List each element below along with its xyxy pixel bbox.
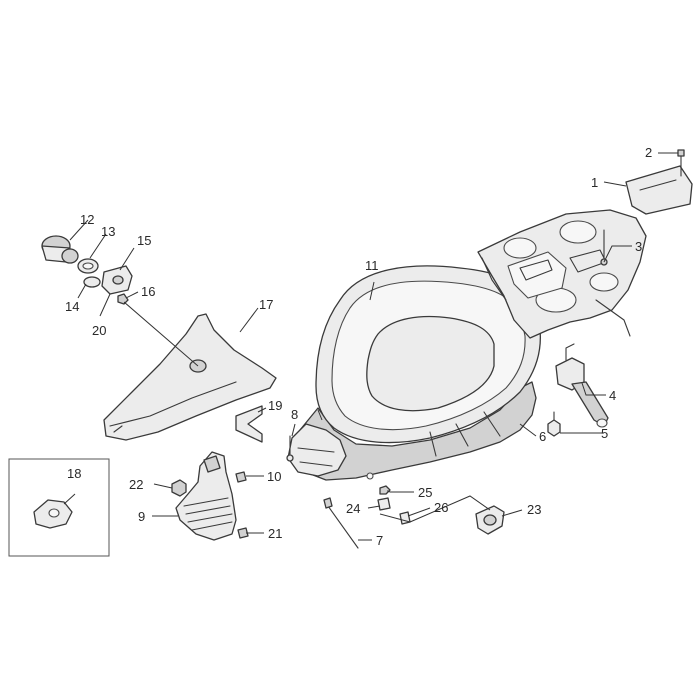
callout-1: 1 — [591, 175, 598, 190]
callout-10: 10 — [267, 469, 281, 484]
callout-13: 13 — [101, 224, 115, 239]
callout-17: 17 — [259, 297, 273, 312]
callout-24: 24 — [346, 501, 360, 516]
nut-part-22 — [171, 479, 187, 497]
callout-15: 15 — [137, 233, 151, 248]
buckle-part-23 — [475, 505, 505, 535]
callout-20: 20 — [92, 323, 106, 338]
cap-part-12 — [41, 235, 79, 264]
clip-part-19 — [235, 405, 263, 443]
long-screw-part-7 — [323, 497, 359, 549]
lock-plate-part-15 — [101, 265, 133, 295]
pin-part-8 — [286, 435, 294, 462]
footrest-bracket-part — [175, 451, 237, 541]
callout-2: 2 — [645, 145, 652, 160]
fastener-part-24 — [377, 497, 391, 511]
screw-part-16 — [117, 293, 129, 305]
callout-14: 14 — [65, 299, 79, 314]
screw-part-21 — [237, 527, 249, 539]
callout-7: 7 — [376, 533, 383, 548]
callout-23: 23 — [527, 502, 541, 517]
screw-part-10 — [235, 471, 247, 483]
callout-26: 26 — [434, 500, 448, 515]
callout-16: 16 — [141, 284, 155, 299]
leader-lines — [63, 152, 678, 541]
assembly-line-17 — [123, 301, 199, 367]
callout-8: 8 — [291, 407, 298, 422]
callout-19: 19 — [268, 398, 282, 413]
callout-9: 9 — [138, 509, 145, 524]
callout-21: 21 — [268, 526, 282, 541]
ring-part-13 — [77, 258, 99, 274]
callout-3: 3 — [635, 239, 642, 254]
callout-6: 6 — [539, 429, 546, 444]
callout-11: 11 — [365, 258, 379, 273]
rear-bracket-part — [555, 343, 609, 428]
callout-25: 25 — [418, 485, 432, 500]
callout-18: 18 — [67, 466, 81, 481]
helmet-compartment-part — [287, 265, 542, 481]
callout-12: 12 — [80, 212, 94, 227]
inset-box-part-18 — [8, 458, 110, 557]
callout-22: 22 — [129, 477, 143, 492]
callout-labels: 1 2 3 4 5 6 7 8 9 10 11 12 13 14 15 16 1… — [65, 145, 652, 548]
callout-4: 4 — [609, 388, 616, 403]
screw-part-2 — [677, 149, 685, 177]
fastener-part-25 — [379, 485, 391, 495]
callout-5: 5 — [601, 426, 608, 441]
washer-part-14 — [83, 276, 101, 288]
fastener-part-26 — [399, 511, 411, 525]
cover-panel-part — [625, 165, 693, 215]
nut-part-5 — [547, 411, 561, 437]
